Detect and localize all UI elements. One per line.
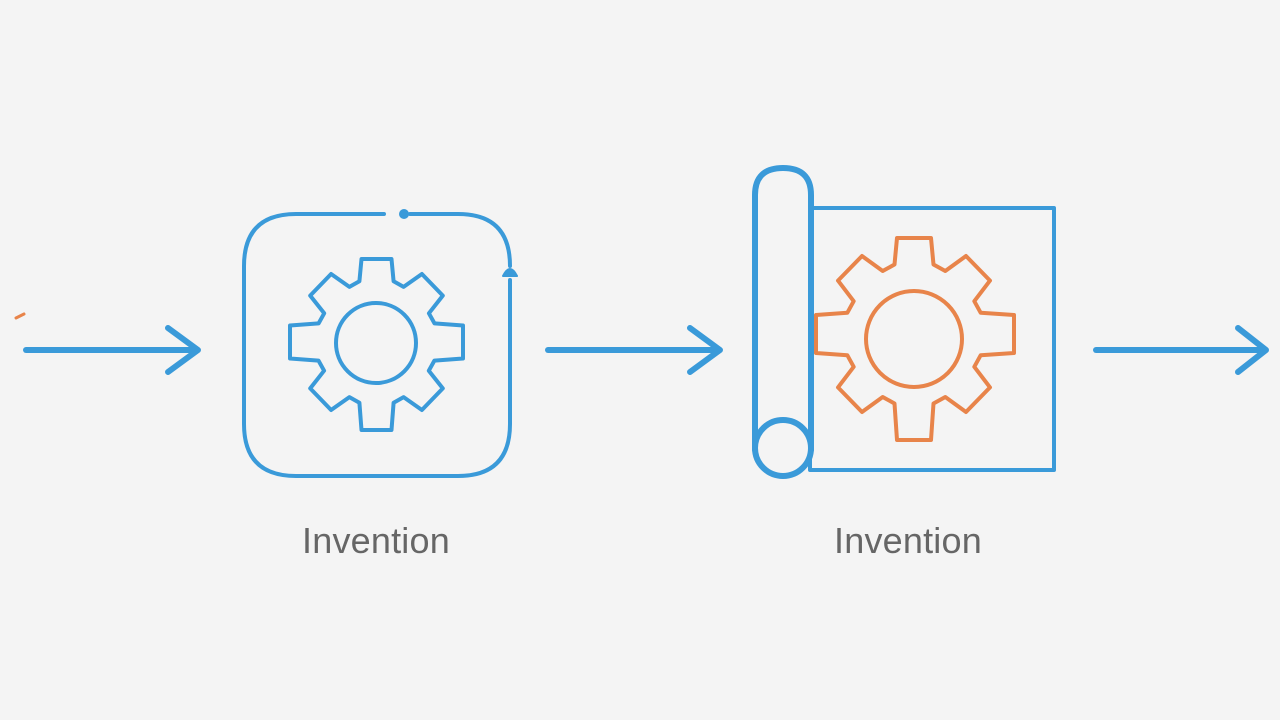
stray-mark [14, 312, 26, 320]
arrow-right-icon [23, 325, 201, 375]
arrow-right-icon [545, 325, 723, 375]
step-2-label: Invention [834, 520, 982, 561]
gear-orange [814, 236, 1016, 442]
gear-in-rounded-square-icon [242, 209, 518, 478]
arrow-right-icon [1093, 325, 1269, 375]
gear-blue [288, 257, 465, 432]
blueprint-scroll-gear-icon [752, 165, 1056, 479]
step-1-label: Invention [302, 520, 450, 561]
